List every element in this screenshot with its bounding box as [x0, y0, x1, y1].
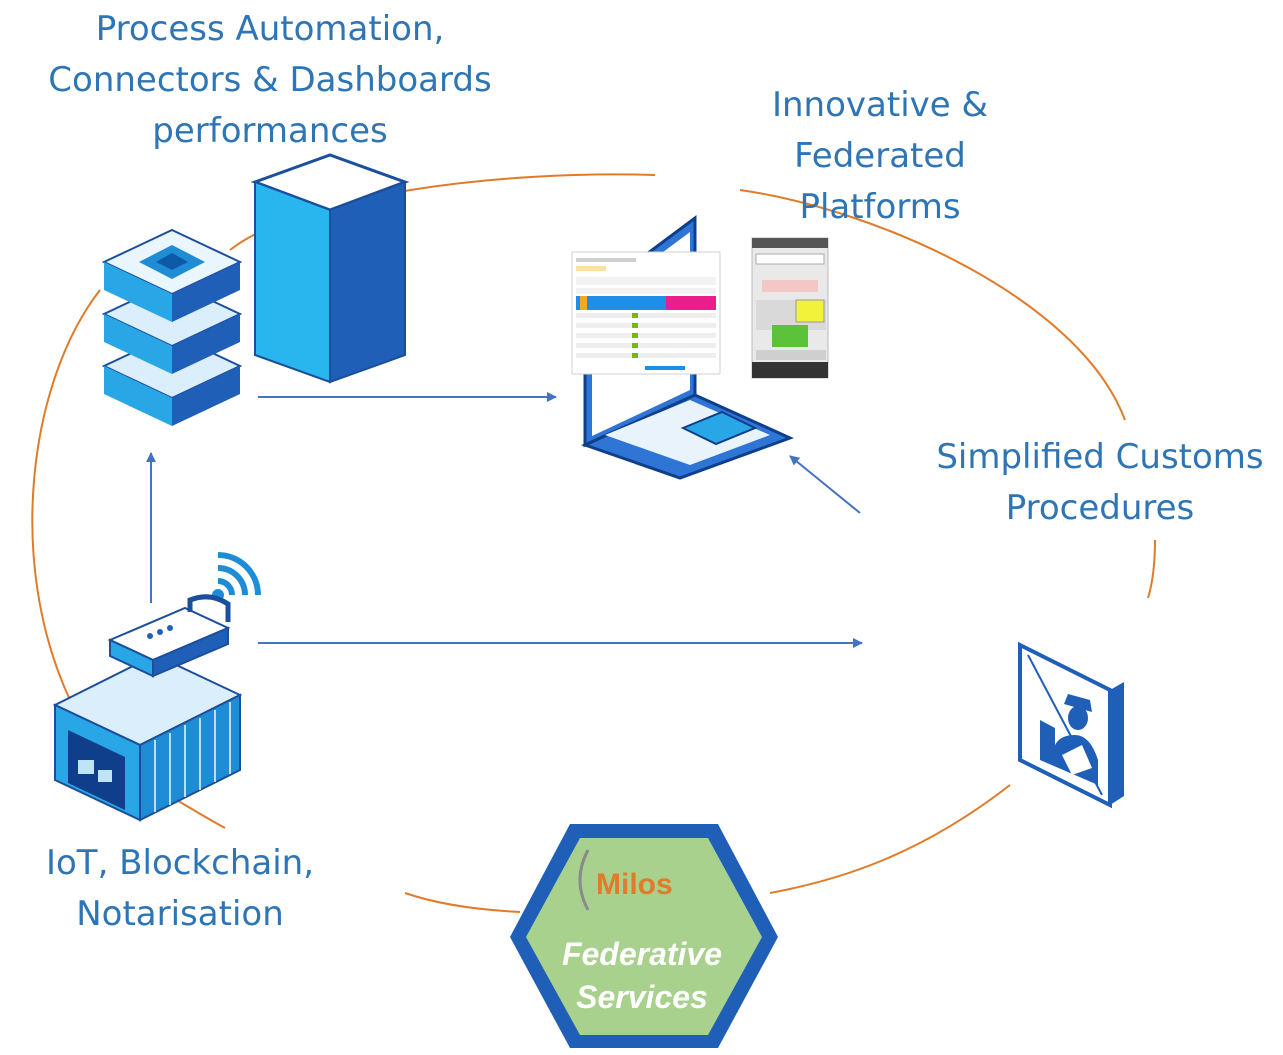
flow-arrows [146, 392, 863, 648]
arrow-customs-to-platforms [789, 455, 861, 514]
customs-officer-icon [1018, 641, 1124, 809]
milos-hub: Milos Federative Services [510, 824, 778, 1048]
iot-container-icon [52, 594, 243, 822]
label-federated-platforms: Innovative & Federated Platforms [771, 85, 989, 227]
dashboard-screenshot [571, 251, 721, 375]
hub-line1: Federative [562, 936, 722, 972]
server-tower-icon [250, 153, 410, 384]
server-stack-icon [101, 228, 243, 426]
hub-brand: Milos [596, 868, 673, 901]
label-simplified-customs: Simplified Customs Procedures [936, 437, 1264, 528]
hub-line2: Services [576, 979, 708, 1015]
label-process-automation: Process Automation, Connectors & Dashboa… [48, 9, 492, 151]
phone-screenshot-icon [751, 237, 829, 379]
wifi-icon [212, 552, 261, 601]
milos-logo-arc [578, 849, 590, 911]
label-iot-blockchain: IoT, Blockchain, Notarisation [45, 843, 315, 934]
